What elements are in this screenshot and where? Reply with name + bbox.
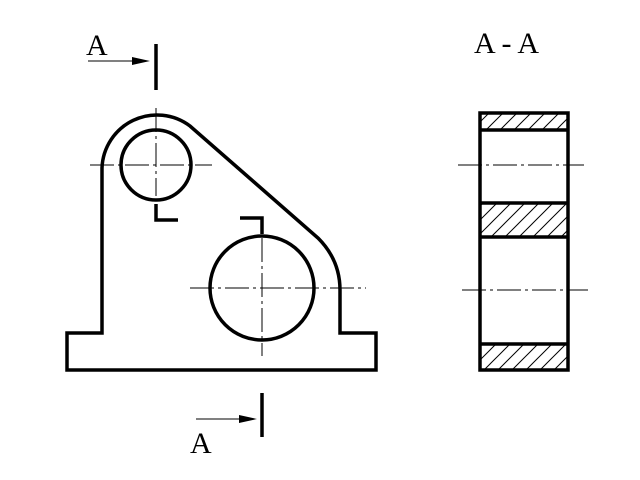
cutting-plane-step-upper	[154, 204, 178, 222]
front-view: A A	[65, 29, 378, 460]
hatch-bottom	[480, 344, 568, 370]
hatch-top	[480, 113, 568, 130]
hatch-middle	[480, 203, 568, 237]
section-view: A - A	[458, 27, 588, 372]
cutting-plane-step-lower	[240, 216, 264, 234]
section-outline	[478, 111, 570, 372]
bracket-outline	[65, 113, 378, 372]
section-letter-bottom: A	[190, 427, 212, 460]
section-view-title: A - A	[474, 27, 539, 60]
section-arrow-top-head	[132, 57, 150, 65]
section-arrow-bottom-head	[239, 415, 257, 423]
section-letter-top: A	[86, 29, 108, 62]
